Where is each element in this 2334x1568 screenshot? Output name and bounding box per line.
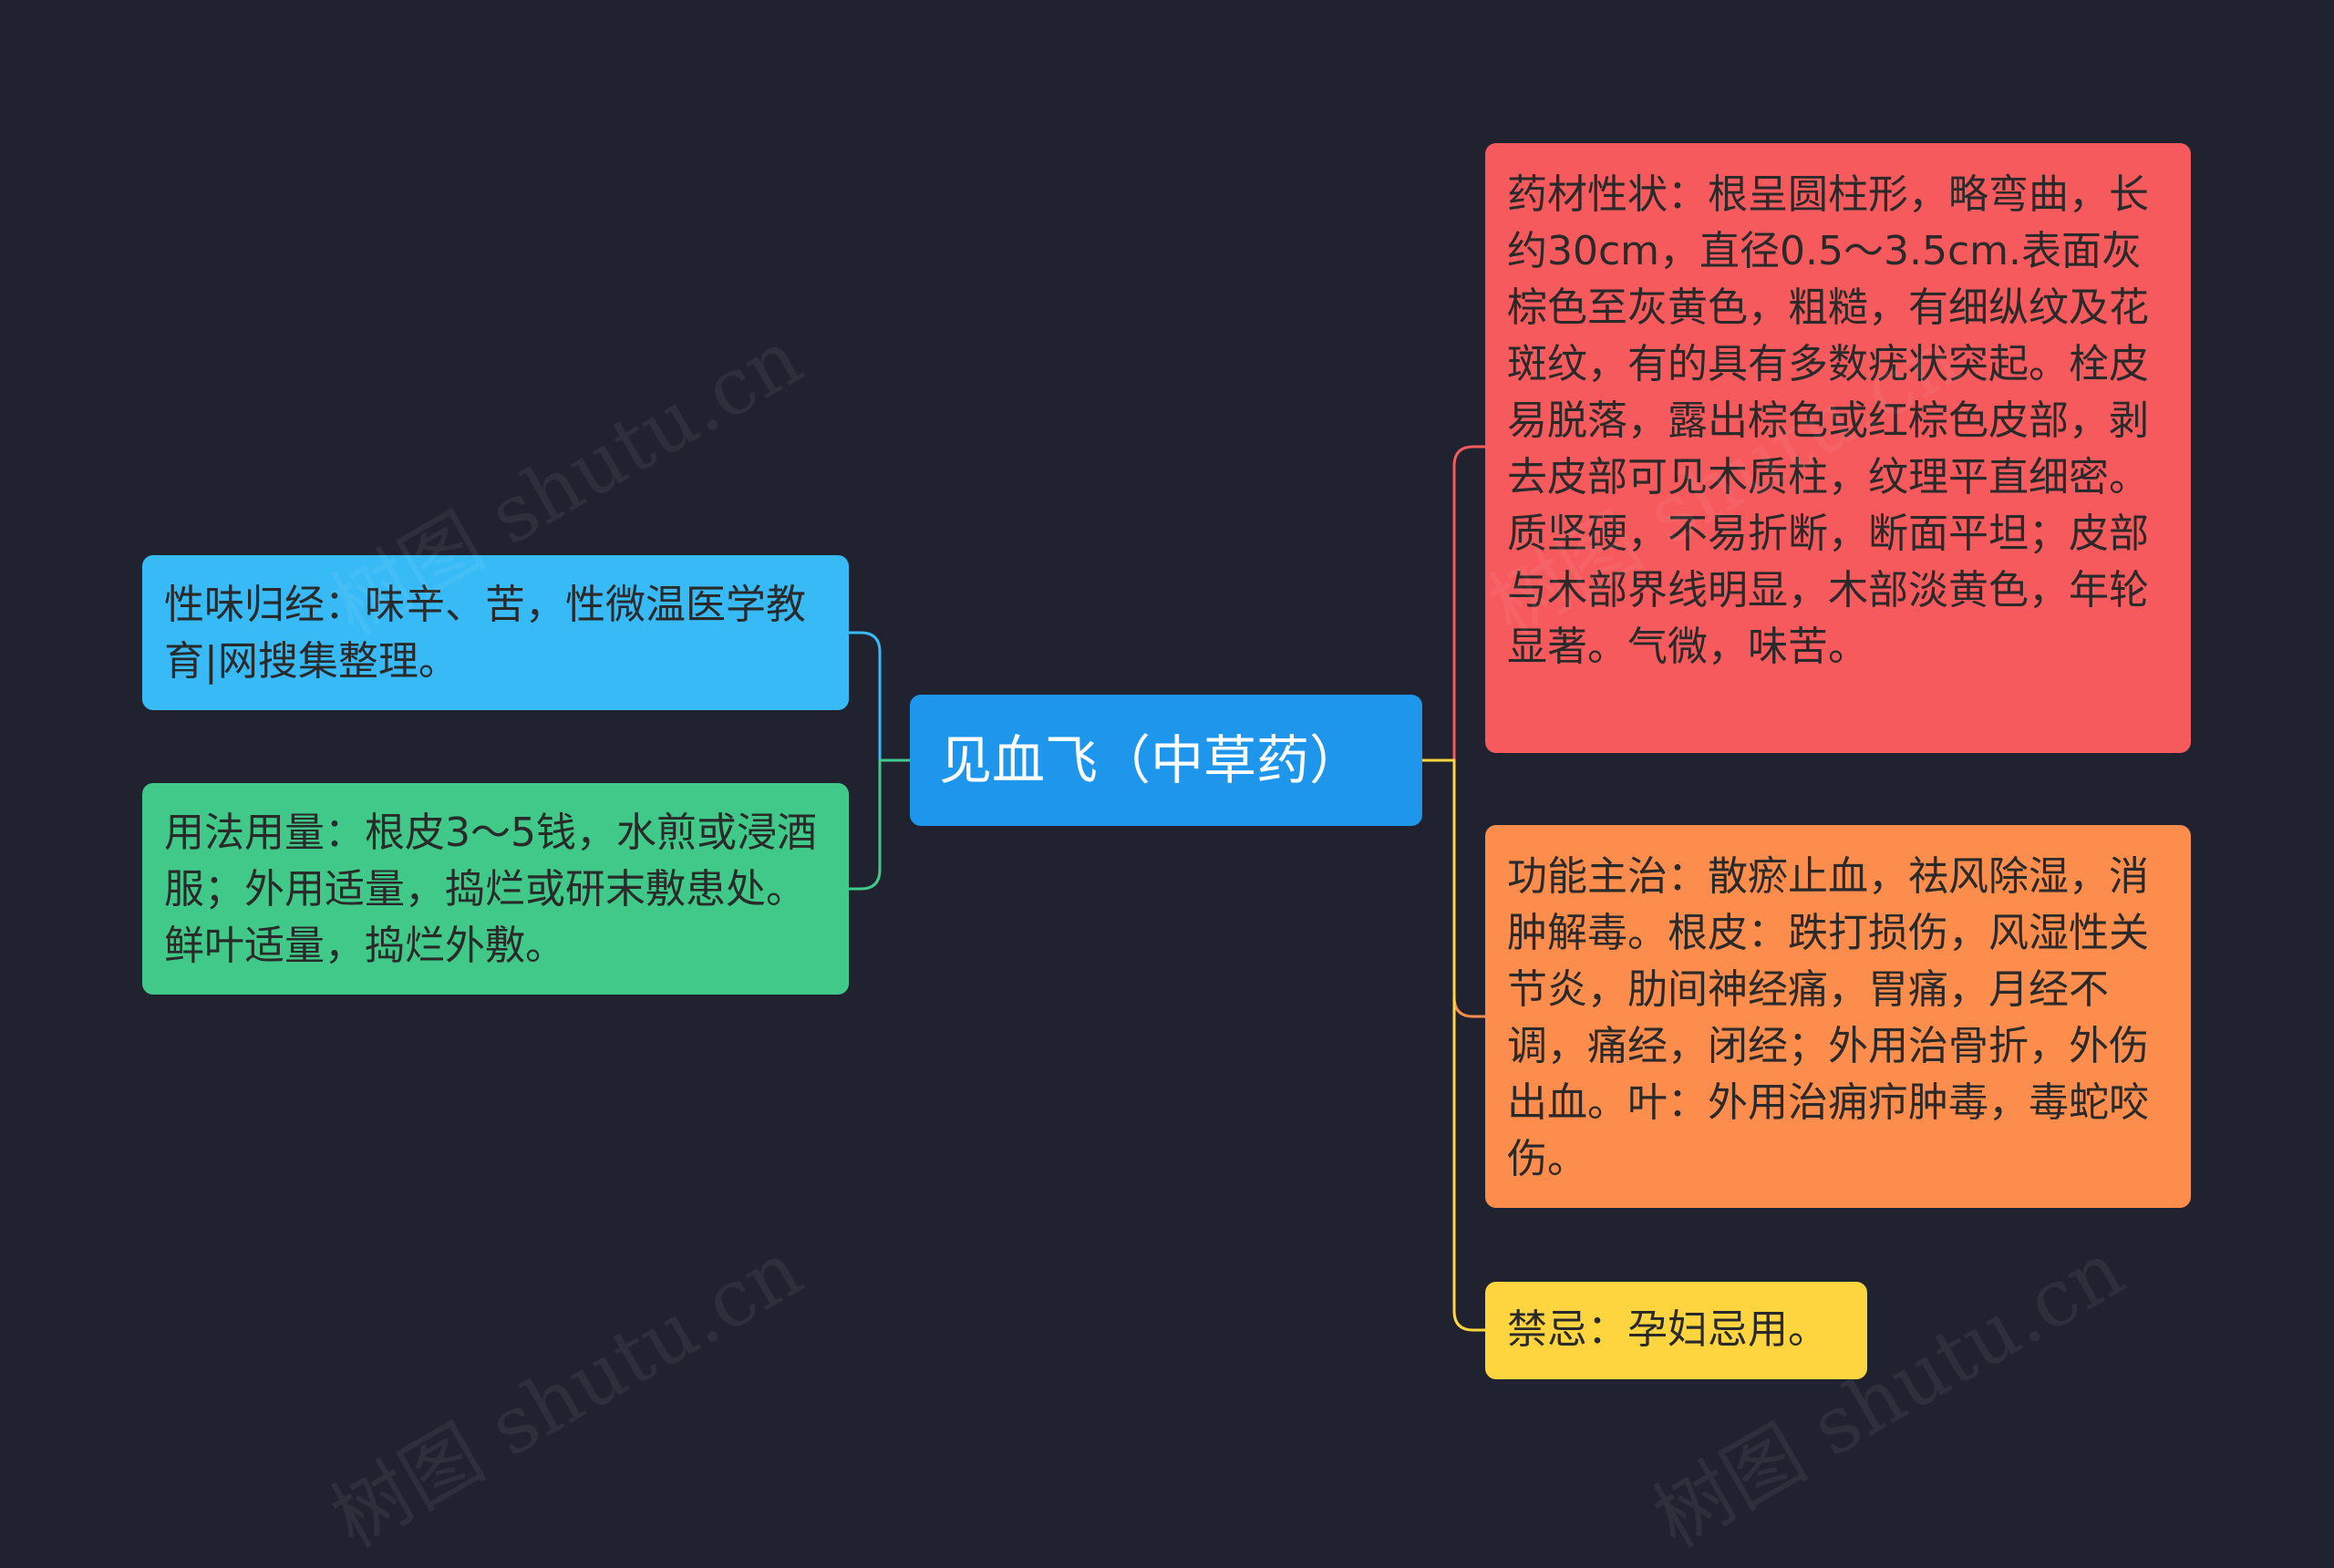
connector-root-right-3 — [1422, 758, 1485, 1332]
topic-node-taste-meridian-text: 性味归经：味辛、苦，性微温医学教育|网搜集整理。 — [164, 582, 806, 685]
topic-node-usage-dosage[interactable]: 用法用量：根皮3～5钱，水煎或浸酒服；外用适量，捣烂或研末敷患处。鲜叶适量，捣烂… — [142, 783, 849, 995]
topic-node-material-properties[interactable]: 药材性状：根呈圆柱形，略弯曲，长约30cm，直径0.5～3.5cm.表面灰棕色至… — [1485, 143, 2191, 753]
connector-lines — [849, 445, 1485, 1332]
topic-node-usage-dosage-text: 用法用量：根皮3～5钱，水煎或浸酒服；外用适量，捣烂或研末敷患处。鲜叶适量，捣烂… — [164, 810, 817, 969]
topic-node-functions[interactable]: 功能主治：散瘀止血，祛风除湿，消肿解毒。根皮：跌打损伤，风湿性关节炎，肋间神经痛… — [1485, 825, 2191, 1208]
mindmap-canvas: 见血飞（中草药） 性味归经：味辛、苦，性微温医学教育|网搜集整理。 用法用量：根… — [142, 143, 2191, 1565]
topic-node-contraindications[interactable]: 禁忌：孕妇忌用。 — [1485, 1282, 1867, 1379]
topic-node-material-properties-text: 药材性状：根呈圆柱形，略弯曲，长约30cm，直径0.5～3.5cm.表面灰棕色至… — [1507, 171, 2149, 670]
topic-node-taste-meridian[interactable]: 性味归经：味辛、苦，性微温医学教育|网搜集整理。 — [142, 555, 849, 710]
root-node[interactable]: 见血飞（中草药） — [910, 695, 1422, 826]
topic-node-functions-text: 功能主治：散瘀止血，祛风除湿，消肿解毒。根皮：跌打损伤，风湿性关节炎，肋间神经痛… — [1507, 853, 2149, 1182]
connector-root-right-1 — [1422, 445, 1485, 762]
connector-root-left-2 — [849, 758, 910, 891]
connector-root-left-1 — [849, 631, 910, 762]
root-node-label: 见血飞（中草药） — [939, 729, 1363, 791]
topic-node-contraindications-text: 禁忌：孕妇忌用。 — [1507, 1306, 1828, 1353]
